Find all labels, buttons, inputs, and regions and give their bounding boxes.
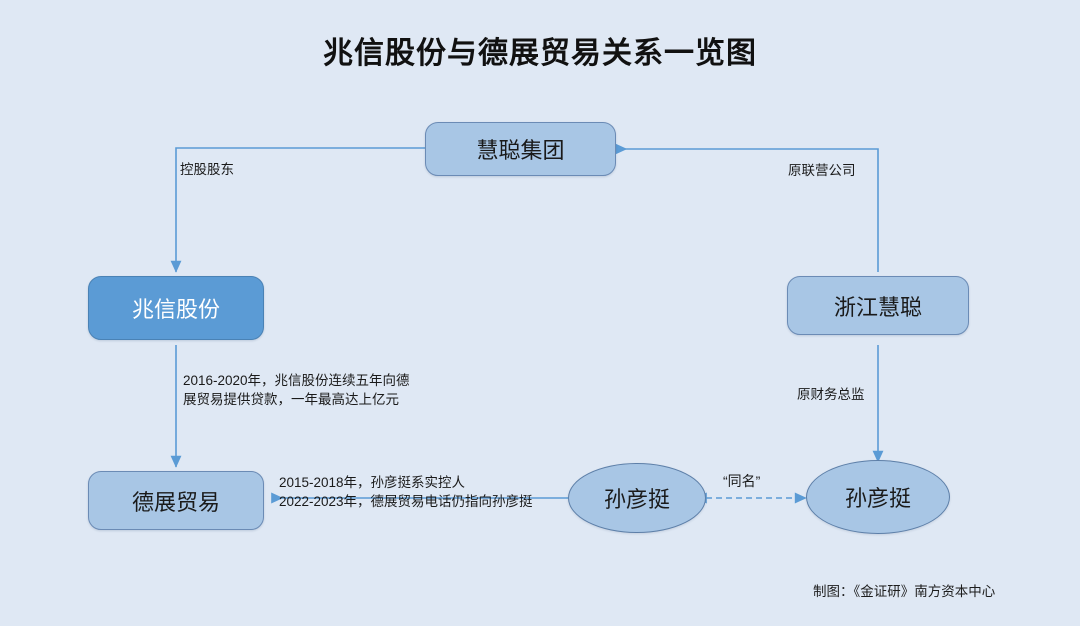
node-label: 德展贸易 xyxy=(131,489,220,515)
edge-label-former-affiliate: 原联营公司 xyxy=(788,163,856,178)
node-zhaoxin-shares[interactable]: 兆信股份 xyxy=(88,276,264,340)
page-title: 兆信股份与德展贸易关系一览图 xyxy=(323,37,757,70)
edge-label-same-name: “同名” xyxy=(723,473,761,489)
credit-line: 制图：《金证研》南方资本中心 xyxy=(813,584,996,599)
edge-huicong-to-zhaoxin xyxy=(170,147,425,273)
node-label: 慧聪集团 xyxy=(476,138,565,163)
node-zhejiang-huicong[interactable]: 浙江慧聪 xyxy=(787,276,969,335)
edge-label-dezhan-controller: 2015-2018年，孙彦挺系实控人 2022-2023年，德展贸易电话仍指向孙… xyxy=(279,475,533,509)
edge-zhejiang-to-huicong xyxy=(615,143,879,272)
node-dezhan-trade[interactable]: 德展贸易 xyxy=(88,471,264,530)
node-label: 兆信股份 xyxy=(131,297,220,322)
node-label: 孙彦挺 xyxy=(844,486,911,511)
node-label: 孙彦挺 xyxy=(603,487,670,512)
node-sun-yanting-right[interactable]: 孙彦挺 xyxy=(806,460,950,534)
node-label: 浙江慧聪 xyxy=(833,294,922,320)
edge-label-former-cfo: 原财务总监 xyxy=(797,387,865,402)
edge-label-controlling-shareholder: 控股股东 xyxy=(180,162,234,177)
edge-label-loan-history: 2016-2020年，兆信股份连续五年向德 展贸易提供贷款，一年最高达上亿元 xyxy=(183,373,410,407)
node-sun-yanting-left[interactable]: 孙彦挺 xyxy=(568,463,706,533)
node-huicong-group[interactable]: 慧聪集团 xyxy=(425,122,616,176)
